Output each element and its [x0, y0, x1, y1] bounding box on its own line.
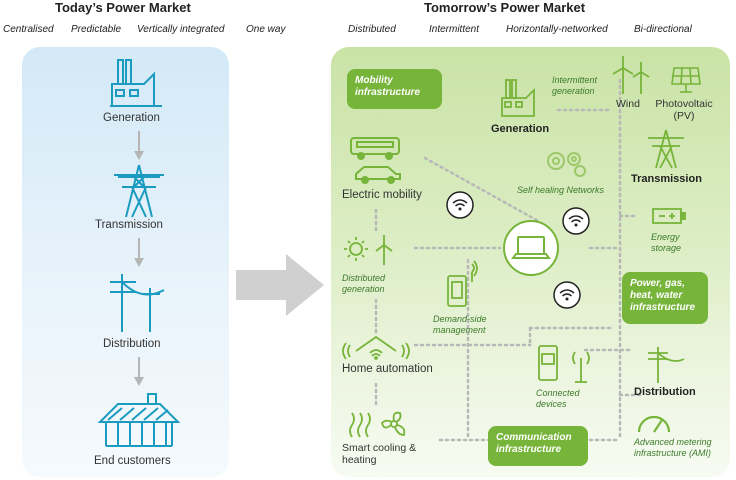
stage-transmission: Transmission: [95, 219, 163, 231]
attr-one-way: One way: [246, 24, 286, 35]
big-arrow-icon: [236, 254, 324, 316]
energy-storage-label: Energy storage: [651, 232, 682, 253]
stage-distribution: Distribution: [103, 338, 161, 350]
distribution-pole-icon: [110, 274, 165, 332]
attr-intermittent: Intermittent: [429, 24, 480, 35]
self-healing-label: Self healing Networks: [517, 185, 605, 195]
electric-mobility-label: Electric mobility: [342, 189, 422, 201]
factory-icon: [110, 59, 162, 107]
bus-icon: [350, 137, 400, 160]
wind-label: Wind: [616, 98, 640, 110]
house-icon: [97, 393, 181, 447]
laptop-icon: [503, 220, 559, 276]
smart-home-icon: [342, 335, 410, 360]
mobility-infrastructure-box: Mobility infrastructure: [347, 69, 442, 109]
gears-icon: [547, 152, 586, 177]
home-automation-label: Home automation: [342, 363, 433, 375]
distribution-pole-icon: [648, 347, 685, 383]
wifi-icon: [446, 191, 474, 219]
attr-distributed: Distributed: [348, 24, 396, 35]
ami-label: Advanced metering infrastructure (AMI): [634, 437, 712, 458]
wifi-icon: [562, 207, 590, 235]
connected-devices-icon: [538, 345, 590, 383]
arrow-down-icon: [134, 131, 144, 160]
meter-gauge-icon: [637, 415, 671, 433]
distributed-generation-label: Distributed generation: [342, 273, 386, 294]
generation-label: Generation: [491, 123, 550, 135]
attr-bi-directional: Bi-directional: [634, 24, 692, 35]
connected-devices-label: Connected devices: [536, 388, 580, 409]
arrow-down-icon: [134, 238, 144, 267]
demand-side-label: Demand-side management: [433, 314, 487, 335]
transmission-tower-icon: [648, 129, 684, 169]
attr-centralised: Centralised: [3, 24, 54, 35]
arrow-down-icon: [134, 357, 144, 386]
cooling-heating-icon: [349, 411, 406, 438]
factory-icon: [501, 79, 535, 117]
stage-generation: Generation: [103, 112, 160, 124]
attr-predictable: Predictable: [71, 24, 122, 35]
intermittent-generation-label: Intermittent generation: [552, 75, 598, 96]
left-title: Today’s Power Market: [55, 0, 191, 15]
communication-infrastructure-box: Communication infrastructure: [488, 426, 588, 466]
distribution-label: Distribution: [634, 386, 696, 398]
transmission-tower-icon: [114, 164, 164, 218]
wind-turbine-icon: [612, 56, 650, 94]
pv-label: Photovoltaic (PV): [655, 98, 713, 122]
smartphone-icon: [447, 260, 478, 307]
car-icon: [355, 166, 401, 184]
attr-vertically-integrated: Vertically integrated: [137, 24, 225, 35]
sun-wind-icon: [344, 235, 393, 265]
stage-end-customers: End customers: [94, 455, 171, 467]
wifi-icon: [553, 281, 581, 309]
smart-cooling-label: Smart cooling & heating: [342, 442, 417, 466]
solar-panel-icon: [671, 67, 701, 93]
right-title: Tomorrow’s Power Market: [424, 0, 586, 15]
todays-market-panel: [22, 47, 229, 477]
attr-horizontally-networked: Horizontally-networked: [506, 24, 608, 35]
transmission-label: Transmission: [631, 173, 702, 185]
power-gas-heat-water-box: Power, gas, heat, water infrastructure: [622, 272, 708, 324]
battery-icon: [652, 208, 686, 224]
